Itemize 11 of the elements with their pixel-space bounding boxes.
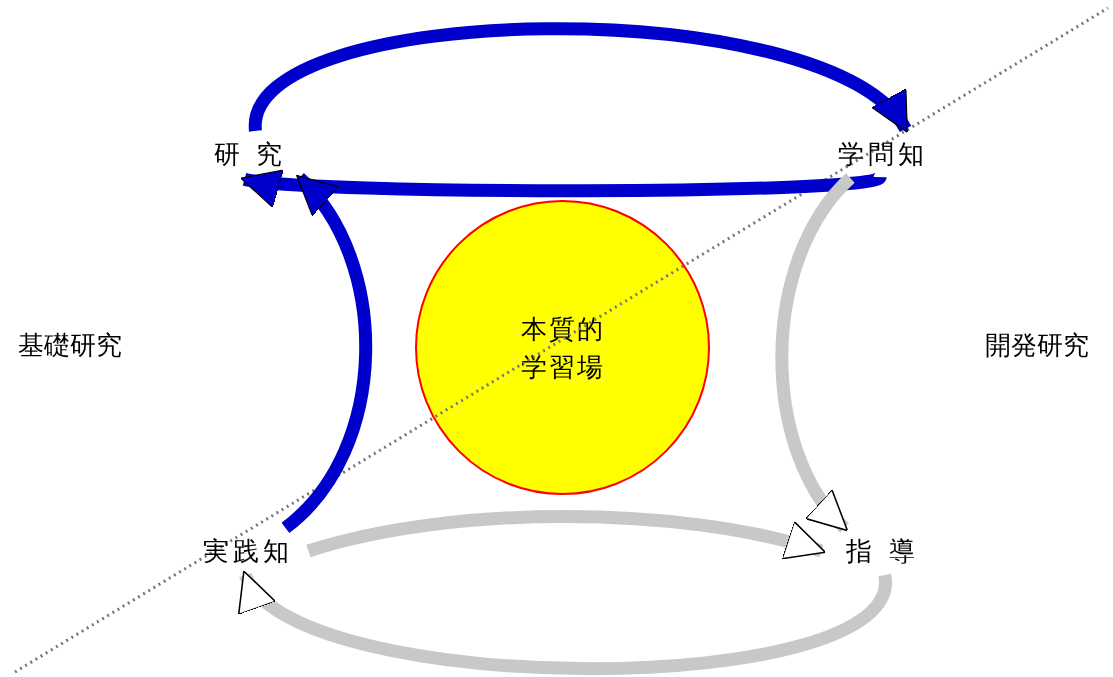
curved-arrow bbox=[775, 173, 856, 533]
text-label: 研 究 bbox=[195, 133, 305, 175]
text-label: 指 導 bbox=[825, 530, 940, 572]
side-label: 基礎研究 bbox=[18, 329, 122, 362]
side-label: 開発研究 bbox=[985, 329, 1089, 362]
text-label: 本質的学習場 bbox=[519, 312, 606, 384]
curved-arrow bbox=[249, 22, 911, 134]
text-label: 実践知 bbox=[190, 530, 305, 572]
text-label: 学問知 bbox=[825, 133, 940, 175]
curved-arrow bbox=[240, 570, 892, 676]
curved-arrow bbox=[281, 173, 373, 533]
